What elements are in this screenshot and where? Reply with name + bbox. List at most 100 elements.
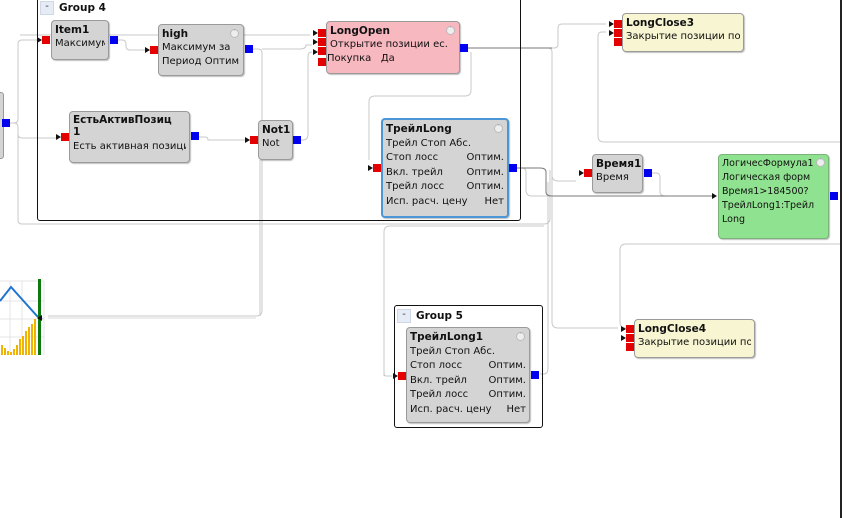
node-logic-title: ЛогичесФормула1 — [722, 158, 814, 169]
node-longclose3-title: LongClose3 — [626, 17, 695, 29]
node-traillong1-output-port[interactable] — [531, 371, 539, 379]
input-arrow-icon — [145, 47, 150, 53]
node-options-icon[interactable]: ˅ — [494, 124, 503, 133]
node-longopen-param-label: Покупка — [327, 53, 372, 64]
node-traillong1-title: ТрейлLong1 — [410, 331, 484, 343]
output-arrow-icon — [37, 315, 42, 321]
node-longclose4-input-port-2[interactable] — [626, 334, 634, 342]
node-longclose4-title: LongClose4 — [638, 323, 707, 335]
node-item1-desc: Максимум — [55, 38, 105, 49]
node-longopen-input-port-3[interactable] — [318, 47, 326, 55]
node-traillong1-input-port[interactable] — [398, 372, 406, 380]
node-vremya1[interactable]: Время1 Время — [592, 154, 643, 193]
node-options-icon[interactable]: ˅ — [516, 332, 525, 341]
node-traillong-input-port[interactable] — [373, 164, 381, 172]
node-logic-desc-1: Логическая форм — [722, 172, 811, 183]
group-4-title: Group 4 — [59, 2, 106, 14]
node-longclose4[interactable]: LongClose4 Закрытие позиции по — [634, 319, 755, 358]
input-arrow-icon — [56, 134, 61, 140]
node-traillong-output-port[interactable] — [509, 164, 517, 172]
node-longclose4-input-port-3[interactable] — [626, 343, 634, 351]
node-not1[interactable]: Not1 Not — [258, 120, 293, 160]
param-label: Вкл. трейл — [386, 166, 443, 178]
node-longclose3-input-port-2[interactable] — [614, 29, 622, 37]
node-item1-output-port[interactable] — [110, 36, 118, 44]
node-vremya1-input-port[interactable] — [584, 169, 592, 177]
wire-group5-loop — [383, 371, 392, 377]
node-est-aktiv-desc: Есть активная позици — [73, 141, 186, 152]
input-arrow-icon — [579, 170, 584, 176]
node-traillong[interactable]: ТрейлLong Трейл Стоп Абс. Стоп лосс Опти… — [381, 118, 509, 218]
param-value: Оптим. — [466, 152, 504, 163]
node-longopen-input-port-2[interactable] — [318, 38, 326, 46]
node-longopen-output-port[interactable] — [460, 44, 468, 52]
node-traillong1[interactable]: ТрейлLong1 Трейл Стоп Абс. Стоп лосс Опт… — [406, 327, 530, 423]
node-vremya1-desc: Время — [596, 172, 629, 183]
input-arrow-icon — [37, 37, 42, 43]
param-value: Нет — [484, 195, 505, 207]
node-traillong-param-row: Вкл. трейл Оптим. — [386, 166, 504, 181]
node-not1-input-port[interactable] — [250, 136, 258, 144]
node-traillong1-subtitle: Трейл Стоп Абс. — [410, 346, 496, 357]
node-not1-title: Not1 — [262, 124, 291, 136]
node-longclose4-input-port-1[interactable] — [626, 325, 634, 333]
node-options-icon[interactable]: ˅ — [230, 29, 239, 38]
node-logic-desc-2: Время1>184500? — [722, 186, 809, 197]
chart-volume-bars — [1, 319, 36, 355]
node-est-aktiv-input-port[interactable] — [61, 133, 69, 141]
node-est-aktiv-output-port[interactable] — [191, 132, 199, 140]
node-longopen-input-port-1[interactable] — [318, 29, 326, 37]
node-est-aktiv-pozic1[interactable]: ЕстьАктивПозиц 1 Есть активная позици — [69, 111, 190, 163]
node-longopen[interactable]: LongOpen Открытие позиции ес. Покупка Да… — [326, 21, 460, 74]
param-label: Вкл. трейл — [410, 374, 467, 386]
node-longopen-param-value: Да — [380, 53, 395, 64]
param-label: Стоп лосс — [410, 360, 463, 371]
wire-vremya-logic — [652, 172, 667, 197]
node-longclose4-desc: Закрытие позиции по — [638, 337, 751, 348]
chart-price-line — [0, 285, 43, 320]
param-label: Исп. расч. цену — [410, 403, 492, 415]
wire-logic-loop2 — [619, 250, 627, 329]
input-arrow-icon — [621, 335, 626, 341]
node-vremya1-title: Время1 — [596, 158, 642, 170]
node-traillong1-param-row: Исп. расч. цену Нет — [410, 403, 526, 418]
node-item1[interactable]: Item1 Максимум — [51, 20, 109, 60]
node-longclose3-input-port-1[interactable] — [614, 20, 622, 28]
node-longopen-input-port-4[interactable] — [318, 58, 326, 66]
node-longclose3[interactable]: LongClose3 Закрытие позиции по — [622, 13, 744, 52]
node-logic-output-port[interactable] — [830, 192, 838, 200]
node-est-aktiv-title-2: 1 — [73, 126, 81, 138]
group-4[interactable]: - Group 4 — [37, 0, 521, 221]
node-item1-title: Item1 — [55, 24, 90, 36]
input-arrow-icon — [368, 165, 373, 171]
collapse-group-5-button[interactable]: - — [397, 309, 411, 323]
param-label: Трейл лосс — [410, 389, 469, 400]
group-5-title: Group 5 — [416, 310, 463, 322]
node-high[interactable]: high Максимум за Период Оптим. ˅ — [158, 24, 244, 76]
input-arrow-icon — [712, 193, 717, 199]
wire-logic-loop — [619, 243, 840, 251]
input-arrow-icon — [313, 39, 318, 45]
node-vremya1-output-port[interactable] — [644, 169, 652, 177]
node-traillong-param-row: Стоп лосс Оптим. — [386, 151, 504, 166]
offscreen-node-output-port[interactable] — [2, 119, 10, 127]
input-arrow-icon — [313, 30, 318, 36]
canvas-right-border — [840, 0, 842, 518]
param-value: Оптим. — [488, 389, 526, 400]
node-high-input-port[interactable] — [150, 46, 158, 54]
node-high-output-port[interactable] — [245, 45, 253, 53]
input-arrow-icon — [245, 137, 250, 143]
node-options-icon[interactable]: ˅ — [816, 158, 825, 167]
node-item1-input-port[interactable] — [42, 36, 50, 44]
node-traillong-title: ТрейлLong — [386, 123, 452, 135]
group-5[interactable]: - Group 5 — [394, 305, 543, 428]
collapse-group-4-button[interactable]: - — [40, 1, 54, 15]
node-logic-formula[interactable]: ЛогичесФормула1 Логическая форм Время1>1… — [718, 154, 829, 239]
node-longclose3-input-port-3[interactable] — [614, 38, 622, 46]
node-longopen-desc: Открытие позиции ес. — [330, 39, 448, 50]
node-not1-output-port[interactable] — [293, 136, 301, 144]
node-high-desc-2: Период Оптим. — [162, 56, 240, 67]
wire-longopen-close4 — [551, 60, 618, 329]
node-options-icon[interactable]: ˅ — [446, 26, 455, 35]
